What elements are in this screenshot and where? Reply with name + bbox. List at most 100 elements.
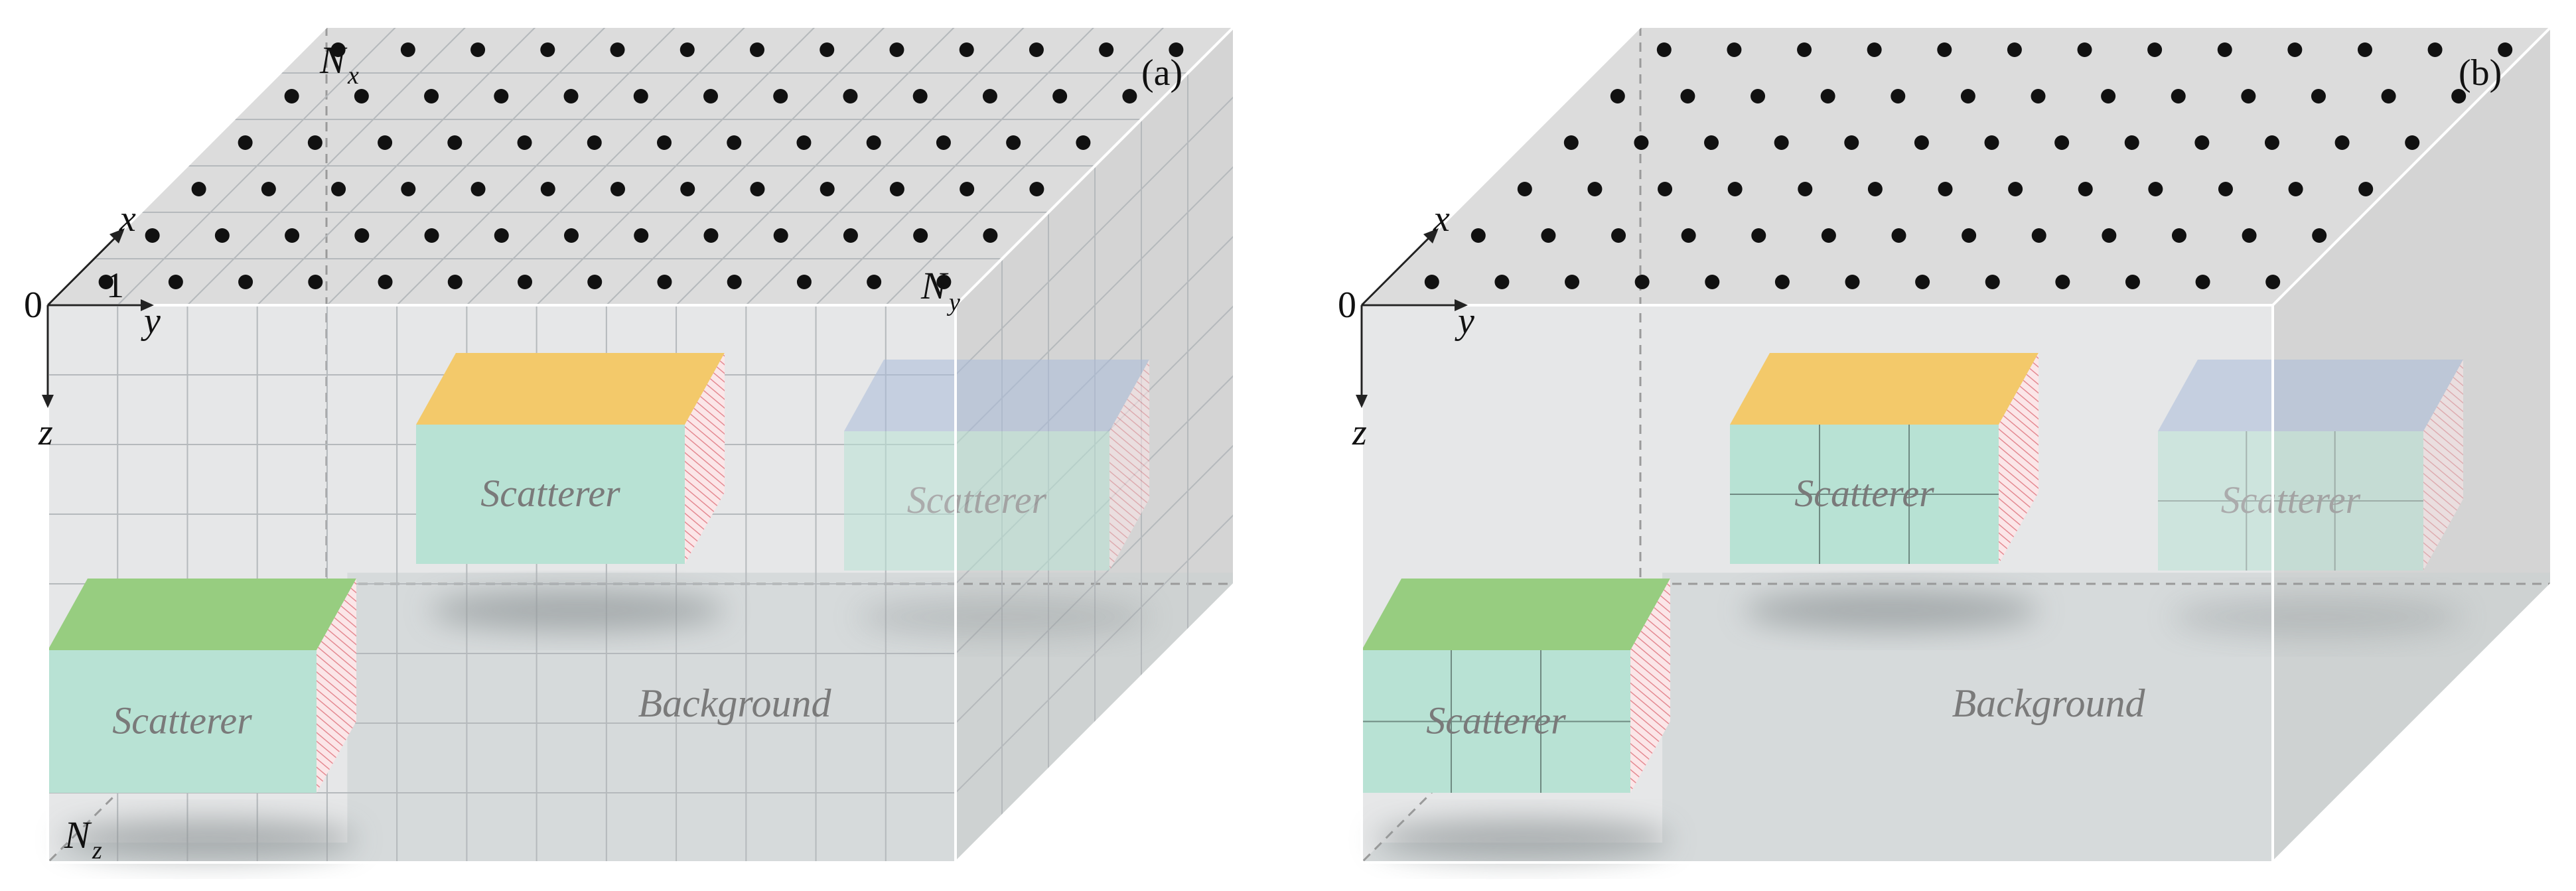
background-label: Background <box>1952 681 2145 725</box>
top-dot <box>330 42 346 57</box>
top-dot <box>1076 135 1091 150</box>
top-dot <box>1867 182 1883 196</box>
z-axis-arrow <box>1356 395 1368 408</box>
top-dot <box>168 275 183 289</box>
top-dot <box>2008 182 2023 196</box>
top-dot <box>820 42 835 57</box>
nz-label: N <box>64 813 92 857</box>
top-dot <box>517 135 532 150</box>
top-dot <box>587 275 603 289</box>
top-dot <box>2357 42 2372 57</box>
scatterer-3: Scatterer <box>1362 579 1671 859</box>
top-dot <box>1867 42 1882 57</box>
z-axis-label: z <box>38 412 53 453</box>
top-dot <box>284 89 299 103</box>
scatterer-shadow <box>61 819 357 859</box>
top-dot <box>1424 275 1439 289</box>
top-dot <box>2054 135 2070 150</box>
top-dot <box>1914 135 1929 150</box>
scatterer-2: Scatterer <box>844 360 1149 637</box>
scatterer-1: Scatterer <box>1730 353 2039 630</box>
top-dot <box>2031 228 2046 243</box>
top-dot <box>703 89 718 103</box>
top-dot <box>191 182 206 196</box>
scatterer-shadow <box>857 597 1149 637</box>
top-dot <box>1985 275 2000 289</box>
top-dot <box>657 275 672 289</box>
scatterer-label: Scatterer <box>2221 478 2361 521</box>
top-dot <box>564 228 579 243</box>
top-dot <box>1611 228 1626 243</box>
top-dot <box>307 135 322 150</box>
top-dot <box>214 228 230 243</box>
x-axis-label: x <box>119 198 136 240</box>
top-dot <box>2007 42 2022 57</box>
top-dot <box>1470 228 1486 243</box>
top-dot <box>936 135 951 150</box>
top-dot <box>1821 228 1836 243</box>
top-dot <box>1727 42 1742 57</box>
top-dot <box>610 182 625 196</box>
top-dot <box>470 42 486 57</box>
top-dot <box>1006 135 1021 150</box>
top-dot <box>1099 42 1114 57</box>
top-dot <box>680 182 695 196</box>
scatterer-front-face <box>844 431 1109 571</box>
top-dot <box>634 228 649 243</box>
box-edge <box>2271 25 2553 307</box>
top-dot <box>1727 182 1743 196</box>
top-dot <box>1962 228 1977 243</box>
top-dot <box>540 42 555 57</box>
top-dot <box>796 135 812 150</box>
scatterer-top-face <box>2158 360 2463 431</box>
top-dot <box>2242 228 2257 243</box>
scatterer-shadow <box>429 590 725 630</box>
background-region <box>48 573 1234 862</box>
scatterer-side-face <box>1109 360 1149 571</box>
top-dot <box>2055 275 2070 289</box>
top-dot <box>2427 42 2443 57</box>
top-dot <box>1681 228 1696 243</box>
scatterer-top-face <box>48 579 356 650</box>
top-dot <box>1915 275 1930 289</box>
top-dot <box>2241 89 2256 103</box>
top-dot <box>1587 182 1603 196</box>
scatterer-3: Scatterer <box>48 579 357 859</box>
top-dot <box>633 89 648 103</box>
top-dot <box>238 135 253 150</box>
origin-label: 0 <box>1338 285 1356 326</box>
top-dot <box>2311 89 2326 103</box>
top-dot <box>750 42 764 57</box>
x-axis-label: x <box>1433 198 1450 240</box>
top-dot <box>2125 275 2140 289</box>
top-dot <box>2077 42 2092 57</box>
top-dot <box>2218 182 2233 196</box>
scatterer-shadow <box>1743 590 2039 630</box>
scatterer-label: Scatterer <box>112 699 252 742</box>
top-dot <box>2171 228 2186 243</box>
top-dot <box>2381 89 2396 103</box>
top-dot <box>2358 182 2374 196</box>
scatterer-top-face <box>1730 353 2039 425</box>
top-dot <box>2031 89 2046 103</box>
top-dot <box>1845 275 1860 289</box>
nx-label: N <box>319 38 348 82</box>
top-dot <box>2287 42 2303 57</box>
top-dot <box>2124 135 2139 150</box>
top-dot <box>889 42 904 57</box>
top-dot <box>378 135 393 150</box>
top-dot <box>447 275 463 289</box>
top-dot <box>2171 89 2186 103</box>
top-dot <box>982 89 997 103</box>
top-dot <box>587 135 602 150</box>
scatterer-shadow <box>2171 597 2463 637</box>
y-axis-arrow <box>141 299 154 311</box>
scatterer-front-face <box>416 425 685 564</box>
scatterer-side-face <box>2423 360 2463 571</box>
top-dot <box>2217 42 2232 57</box>
top-dot <box>2264 135 2279 150</box>
top-dot <box>843 228 858 243</box>
